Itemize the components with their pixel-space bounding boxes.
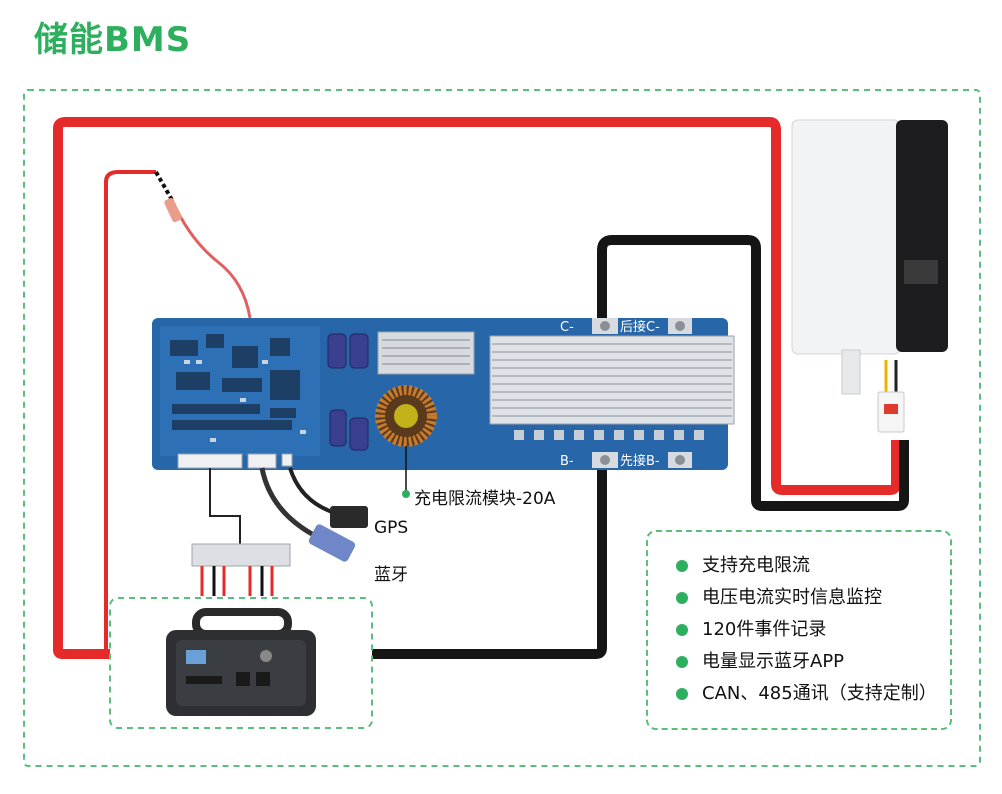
bullet-icon (676, 656, 688, 668)
feature-panel: 支持充电限流 电压电流实时信息监控 120件事件记录 电量显示蓝牙APP CAN… (646, 530, 952, 730)
balance-connector (191, 543, 291, 567)
gps-module-icon (330, 506, 368, 528)
portable-power-station-icon (166, 608, 316, 716)
sense-wire-dashed (154, 171, 174, 201)
gps-cable (288, 467, 333, 514)
negative-wire (372, 235, 909, 659)
feature-item: 120件事件记录 (676, 614, 950, 646)
bullet-icon (676, 592, 688, 604)
page-title: 储能BMS (34, 20, 192, 60)
gps-label: GPS (374, 518, 409, 538)
bms-board (152, 318, 735, 470)
terminal-c-minus-label: C- (560, 320, 574, 335)
bluetooth-module-icon (308, 524, 356, 562)
limiter-callout-dot (402, 490, 410, 498)
bullet-icon (676, 688, 688, 700)
balance-harness (209, 468, 241, 544)
feature-item: 电压电流实时信息监控 (676, 582, 950, 614)
positive-wire (53, 117, 901, 659)
bullet-icon (676, 560, 688, 572)
feature-item: 电量显示蓝牙APP (676, 646, 950, 678)
feature-list: 支持充电限流 电压电流实时信息监控 120件事件记录 电量显示蓝牙APP CAN… (648, 532, 950, 710)
outer-frame (23, 89, 981, 767)
bullet-icon (676, 624, 688, 636)
note-first-b-label: 先接B- (620, 453, 660, 469)
circuit-breaker-icon (877, 360, 905, 433)
sense-wire-terminal (164, 197, 182, 223)
bluetooth-label: 蓝牙 (374, 565, 408, 585)
feature-item: CAN、485通讯（支持定制） (676, 678, 950, 710)
bluetooth-cable (259, 467, 314, 537)
sense-wire-red (104, 170, 156, 656)
feature-item: 支持充电限流 (676, 550, 950, 582)
inverter-icon (791, 119, 948, 395)
note-after-c-label: 后接C- (620, 319, 660, 335)
sense-wire-thin (170, 199, 252, 319)
limiter-label: 充电限流模块-20A (414, 489, 556, 509)
terminal-b-minus-label: B- (560, 454, 574, 469)
battery-box (109, 597, 373, 729)
